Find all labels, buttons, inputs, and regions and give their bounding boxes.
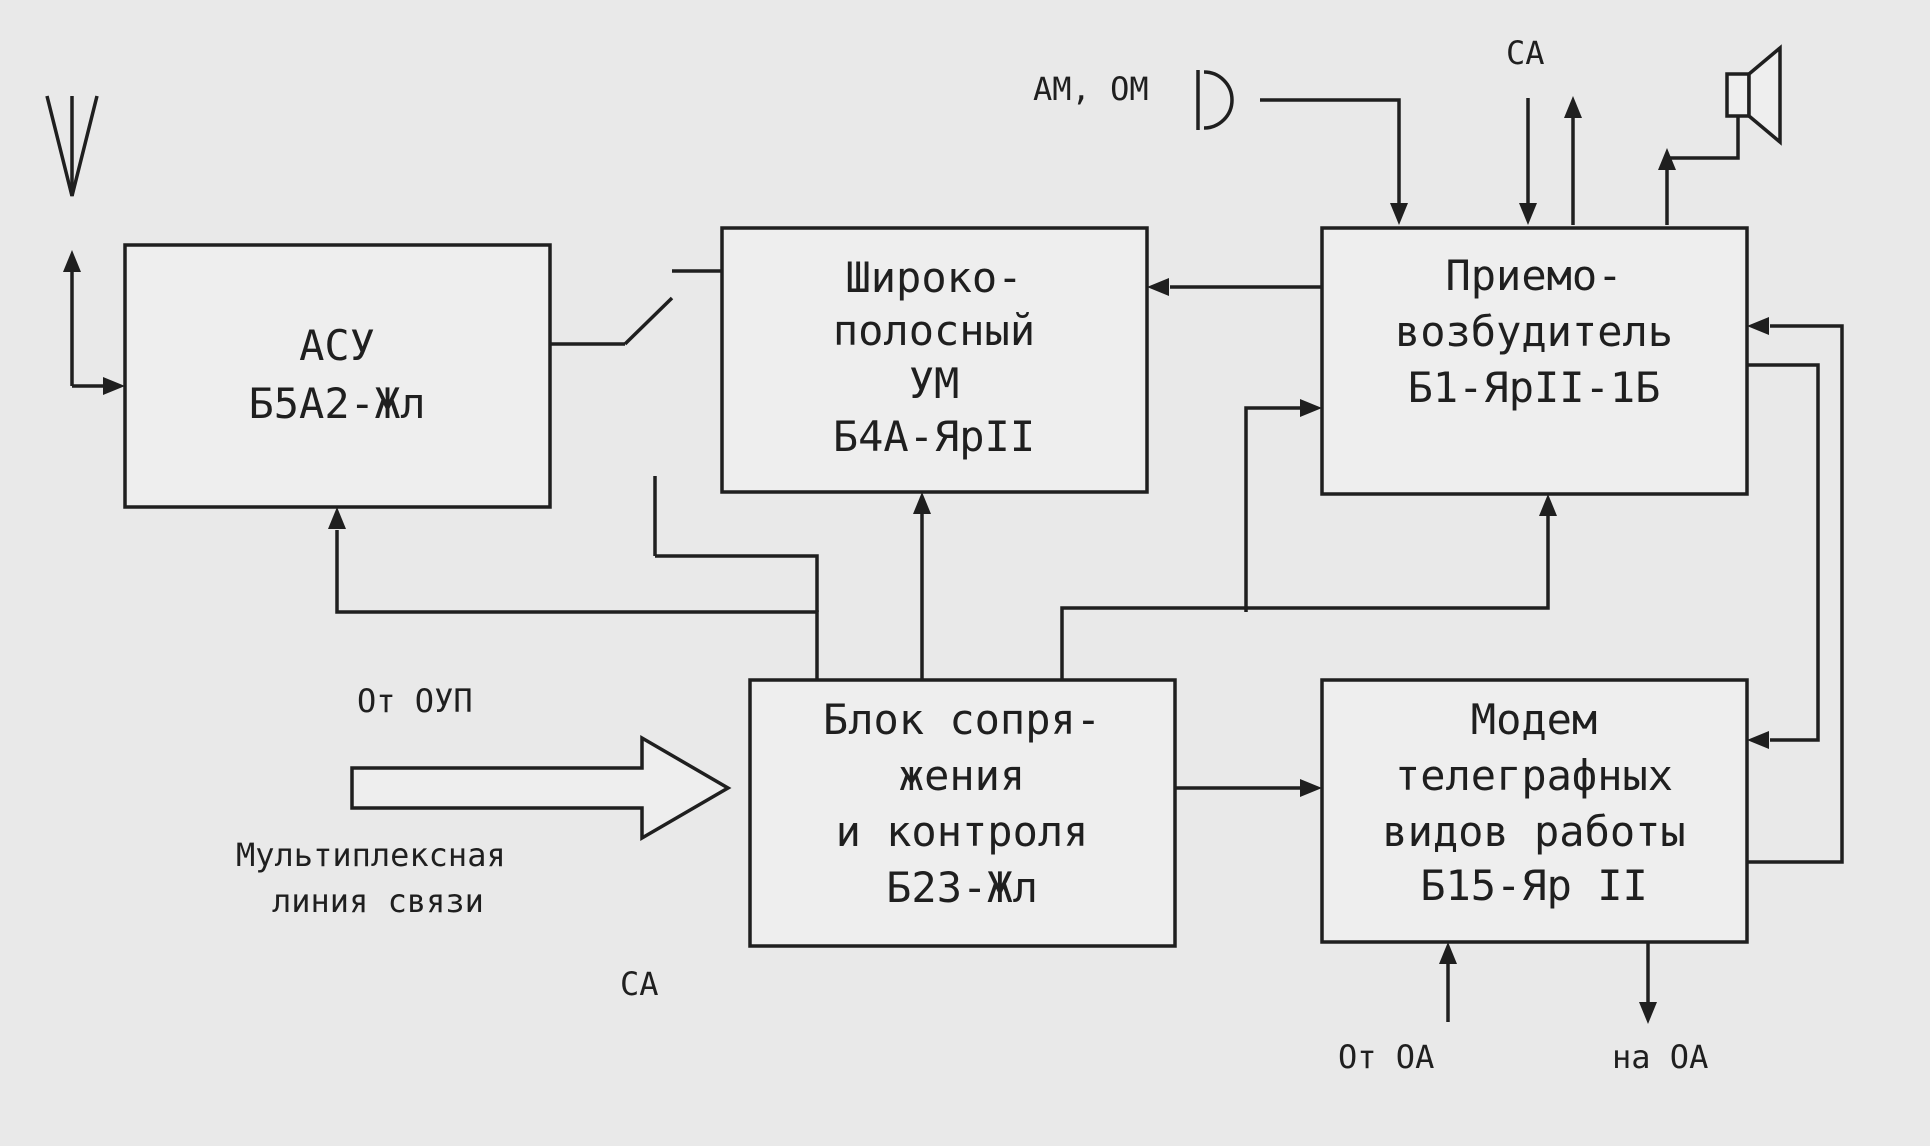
- transceiver-to-amp-link: [1147, 278, 1322, 296]
- block-interface-line3: и контроля: [836, 807, 1089, 856]
- label-ot-oa: От ОА: [1338, 1038, 1434, 1076]
- block-power-amp: Широко- полосный УМ Б4А-ЯрII: [720, 226, 1149, 494]
- interface-links: [328, 399, 1557, 797]
- asu-to-amp-link: [550, 269, 722, 346]
- block-modem-line2: телеграфных: [1395, 751, 1673, 800]
- label-ca-top: СА: [1506, 34, 1545, 72]
- block-interface-line4: Б23-Жл: [886, 863, 1038, 912]
- label-na-oa: на ОА: [1612, 1038, 1708, 1076]
- label-ot-oup: От ОУП: [357, 682, 473, 720]
- speaker-icon: [1658, 44, 1782, 225]
- ca-top-arrows: [1519, 96, 1582, 225]
- block-transceiver-line3: Б1-ЯрII-1Б: [1408, 363, 1661, 412]
- block-modem-line3: видов работы: [1382, 807, 1685, 856]
- label-mux-line1: Мультиплексная: [236, 836, 506, 874]
- oa-arrows: [1439, 942, 1657, 1024]
- block-transceiver: Приемо- возбудитель Б1-ЯрII-1Б: [1320, 226, 1749, 496]
- label-mux-line2: линия связи: [272, 882, 484, 920]
- block-interface-line1: Блок сопря-: [823, 695, 1101, 744]
- block-interface: Блок сопря- жения и контроля Б23-Жл: [748, 678, 1177, 948]
- label-ca-bottom: СА: [620, 965, 659, 1003]
- block-power-amp-line3: УМ: [909, 359, 960, 408]
- label-am-om: АМ, ОМ: [1033, 70, 1149, 108]
- mux-hollow-arrow: [350, 734, 732, 842]
- block-power-amp-line2: полосный: [833, 306, 1035, 355]
- modem-transceiver-loop: [1747, 317, 1844, 864]
- block-interface-line2: жения: [899, 751, 1025, 800]
- block-asu-line2: Б5А2-Жл: [248, 379, 425, 428]
- block-power-amp-line4: Б4А-ЯрII: [833, 412, 1035, 461]
- block-modem-line1: Модем: [1471, 695, 1597, 744]
- block-transceiver-line1: Приемо-: [1445, 251, 1622, 300]
- block-asu: АСУ Б5А2-Жл: [123, 243, 552, 509]
- block-modem-line4: Б15-Яр II: [1420, 861, 1648, 910]
- block-modem: Модем телеграфных видов работы Б15-Яр II: [1320, 678, 1749, 944]
- microphone-icon: [1196, 70, 1408, 225]
- block-asu-line1: АСУ: [299, 321, 375, 370]
- block-transceiver-line2: возбудитель: [1395, 307, 1673, 356]
- antenna-icon: [45, 95, 125, 395]
- block-power-amp-line1: Широко-: [845, 253, 1022, 302]
